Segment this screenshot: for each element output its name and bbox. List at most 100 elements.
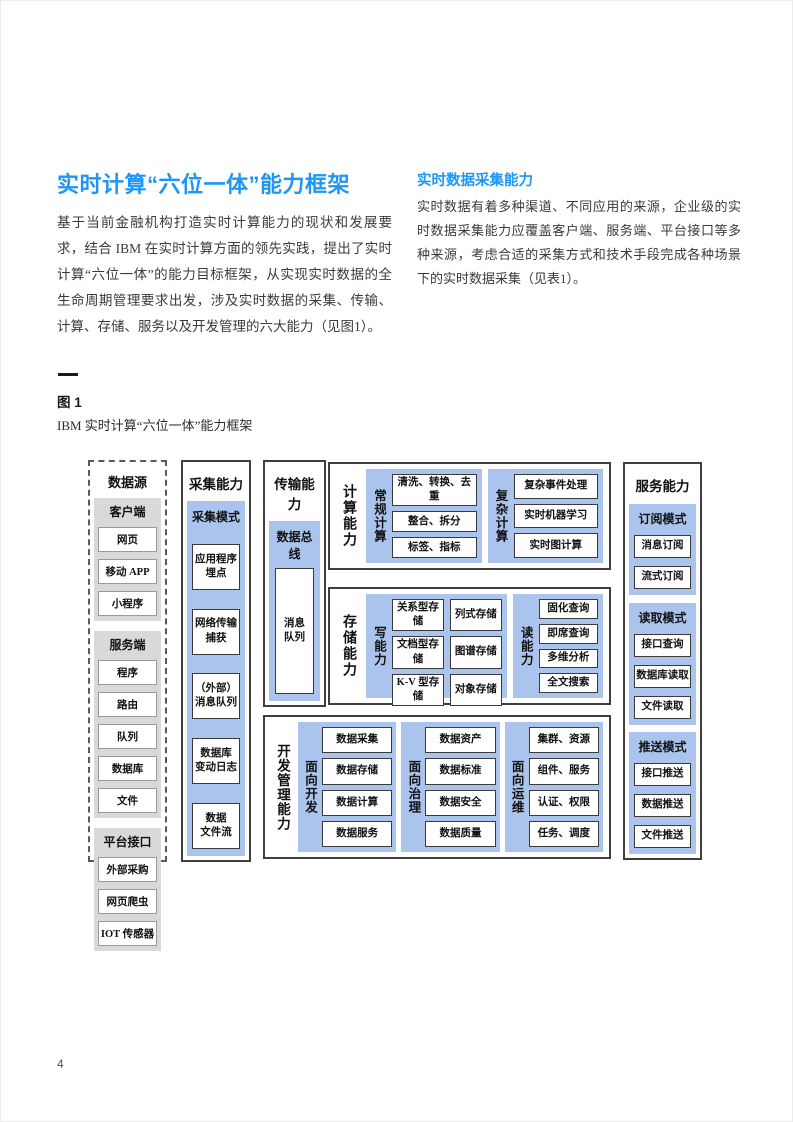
source-item: 路由 — [98, 692, 157, 717]
capability-item: 全文搜索 — [538, 673, 598, 693]
capability-item: 固化查询 — [538, 599, 598, 619]
capability-title: 采集能力 — [189, 477, 243, 492]
panel-title: 订阅模式 — [638, 512, 687, 526]
panel-label: 读能力 — [518, 625, 533, 667]
capability-item: 列式存储 — [449, 599, 502, 632]
capability-item: 流式订阅 — [634, 566, 691, 589]
source-item: 外部采购 — [98, 857, 157, 882]
dev-management-box: 开发管理能力 面向开发 数据采集 数据存储 数据计算 数据服务 面向治理 数据资… — [263, 715, 611, 859]
figure-rule — [58, 373, 78, 376]
group-client: 客户端 网页 移动 APP 小程序 — [94, 498, 161, 621]
panel-items: 集群、资源 组件、服务 认证、权限 任务、调度 — [528, 727, 599, 847]
capability-title: 存储能力 — [341, 614, 356, 678]
capability-item: 文件推送 — [634, 825, 691, 848]
dev-facing-panel: 面向开发 数据采集 数据存储 数据计算 数据服务 — [298, 722, 397, 852]
capability-title: 计算能力 — [341, 484, 356, 548]
capability-item: 即席查询 — [538, 623, 598, 644]
source-item: 队列 — [98, 724, 157, 749]
capability-item: 多维分析 — [538, 648, 598, 669]
source-item: 移动 APP — [98, 559, 157, 584]
source-item: 数据库 — [98, 756, 157, 781]
panel-items: 数据采集 数据存储 数据计算 数据服务 — [322, 727, 393, 847]
service-panels: 订阅模式 消息订阅 流式订阅 读取模式 接口查询 数据库读取 文件读取 推送模式… — [629, 504, 696, 854]
panel-title: 采集模式 — [192, 510, 241, 524]
capability-item: 实时机器学习 — [513, 503, 598, 529]
panel-label: 面向治理 — [406, 760, 421, 814]
capability-item: 认证、权限 — [528, 789, 599, 816]
transmission-panel: 数据总线 消息 队列 — [269, 521, 320, 701]
capability-item: 数据安全 — [425, 789, 496, 816]
complex-compute-panel: 复杂计算 复杂事件处理 实时机器学习 实时图计算 — [487, 469, 603, 563]
capability-item: 数据 文件流 — [192, 802, 240, 849]
capability-item: 实时图计算 — [513, 533, 598, 559]
capability-item: 网络传输 捕获 — [192, 608, 240, 655]
capability-item: 消息订阅 — [634, 535, 691, 558]
capability-item: 数据质量 — [425, 820, 496, 847]
panel-label: 写能力 — [372, 625, 386, 667]
transmission-capability-box: 传输能力 数据总线 消息 队列 — [263, 460, 326, 707]
panel-label: 复杂计算 — [493, 489, 508, 543]
capability-item: 数据采集 — [322, 727, 393, 754]
group-title: 客户端 — [109, 505, 146, 519]
storage-capability-box: 存储能力 写能力 关系型存储 列式存储 文档型存储 图谱存储 K-V 型存储 对… — [328, 587, 611, 707]
capability-item: 数据库读取 — [634, 664, 691, 688]
capability-title: 开发管理能力 — [275, 743, 290, 831]
capability-item: 接口查询 — [634, 633, 691, 657]
group-server: 服务端 程序 路由 队列 数据库 文件 — [94, 631, 161, 818]
subscribe-mode-panel: 订阅模式 消息订阅 流式订阅 — [629, 504, 696, 595]
source-item: 网页爬虫 — [98, 889, 157, 914]
source-item: 文件 — [98, 788, 157, 813]
page-title: 实时计算“六位一体”能力框架 — [57, 171, 351, 197]
capability-item: 任务、调度 — [528, 820, 599, 847]
read-mode-panel: 读取模式 接口查询 数据库读取 文件读取 — [629, 602, 696, 725]
capability-item: 整合、拆分 — [392, 511, 477, 533]
panel-items: 数据资产 数据标准 数据安全 数据质量 — [425, 727, 496, 847]
datasource-box: 数据源 客户端 网页 移动 APP 小程序 服务端 程序 路由 队列 数据库 文… — [88, 460, 167, 951]
collection-capability-box: 采集能力 采集模式 应用程序 埋点 网络传输 捕获 （外部） 消息队列 数据库 … — [181, 460, 251, 862]
service-capability-box: 服务能力 订阅模式 消息订阅 流式订阅 读取模式 接口查询 数据库读取 文件读取… — [623, 462, 702, 860]
datasource-title: 数据源 — [107, 475, 147, 490]
figure-label: 图 1 — [57, 395, 82, 410]
capability-item: 应用程序 埋点 — [192, 543, 240, 590]
source-item: 小程序 — [98, 591, 157, 616]
capability-item: 文档型存储 — [392, 636, 444, 669]
datasource-groups: 客户端 网页 移动 APP 小程序 服务端 程序 路由 队列 数据库 文件 平台… — [94, 498, 161, 951]
capability-item: 关系型存储 — [392, 599, 444, 632]
write-panel: 写能力 关系型存储 列式存储 文档型存储 图谱存储 K-V 型存储 对象存储 — [366, 594, 507, 707]
capability-item: 标签、指标 — [392, 537, 477, 558]
governance-facing-panel: 面向治理 数据资产 数据标准 数据安全 数据质量 — [401, 722, 500, 852]
capability-item: 数据存储 — [322, 758, 393, 785]
group-title: 服务端 — [109, 638, 146, 652]
collection-panel: 采集模式 应用程序 埋点 网络传输 捕获 （外部） 消息队列 数据库 变动日志 … — [187, 501, 245, 856]
capability-item: 接口推送 — [634, 763, 691, 786]
panel-label: 常规计算 — [372, 489, 386, 543]
group-title: 平台接口 — [103, 835, 152, 849]
panel-title: 推送模式 — [638, 740, 687, 754]
panel-label: 面向运维 — [509, 760, 524, 814]
source-item: IOT 传感器 — [98, 921, 157, 946]
compute-capability-box: 计算能力 常规计算 清洗、转换、去重 整合、拆分 标签、指标 复杂计算 复杂事件… — [328, 462, 611, 570]
capability-item: （外部） 消息队列 — [192, 673, 240, 720]
regular-compute-panel: 常规计算 清洗、转换、去重 整合、拆分 标签、指标 — [366, 469, 482, 563]
panel-title: 数据总线 — [276, 530, 313, 561]
section-body: 实时数据有着多种渠道、不同应用的来源，企业级的实时数据采集能力应覆盖客户端、服务… — [417, 199, 741, 286]
capability-item: 清洗、转换、去重 — [392, 474, 477, 507]
capability-item: 数据资产 — [425, 727, 496, 754]
capability-title: 传输能力 — [274, 477, 315, 512]
panel-items: 关系型存储 列式存储 文档型存储 图谱存储 K-V 型存储 对象存储 — [392, 599, 502, 707]
section-heading: 实时数据采集能力 — [417, 173, 533, 190]
capability-item: 数据推送 — [634, 794, 691, 817]
capability-item: 数据标准 — [425, 758, 496, 785]
source-item: 程序 — [98, 660, 157, 685]
figure-caption: IBM 实时计算“六位一体”能力框架 — [57, 418, 253, 433]
capability-item: 数据计算 — [322, 789, 393, 816]
ops-facing-panel: 面向运维 集群、资源 组件、服务 认证、权限 任务、调度 — [504, 722, 603, 852]
capability-framework-diagram: 数据源 客户端 网页 移动 APP 小程序 服务端 程序 路由 队列 数据库 文… — [88, 460, 702, 951]
capability-item: 消息 队列 — [275, 568, 314, 694]
capability-item: 数据库 变动日志 — [192, 738, 240, 785]
read-panel: 读能力 固化查询 即席查询 多维分析 全文搜索 — [512, 594, 603, 698]
capability-item: 组件、服务 — [528, 758, 599, 785]
capability-item: 对象存储 — [449, 673, 502, 707]
page-number: 4 — [57, 1057, 64, 1071]
